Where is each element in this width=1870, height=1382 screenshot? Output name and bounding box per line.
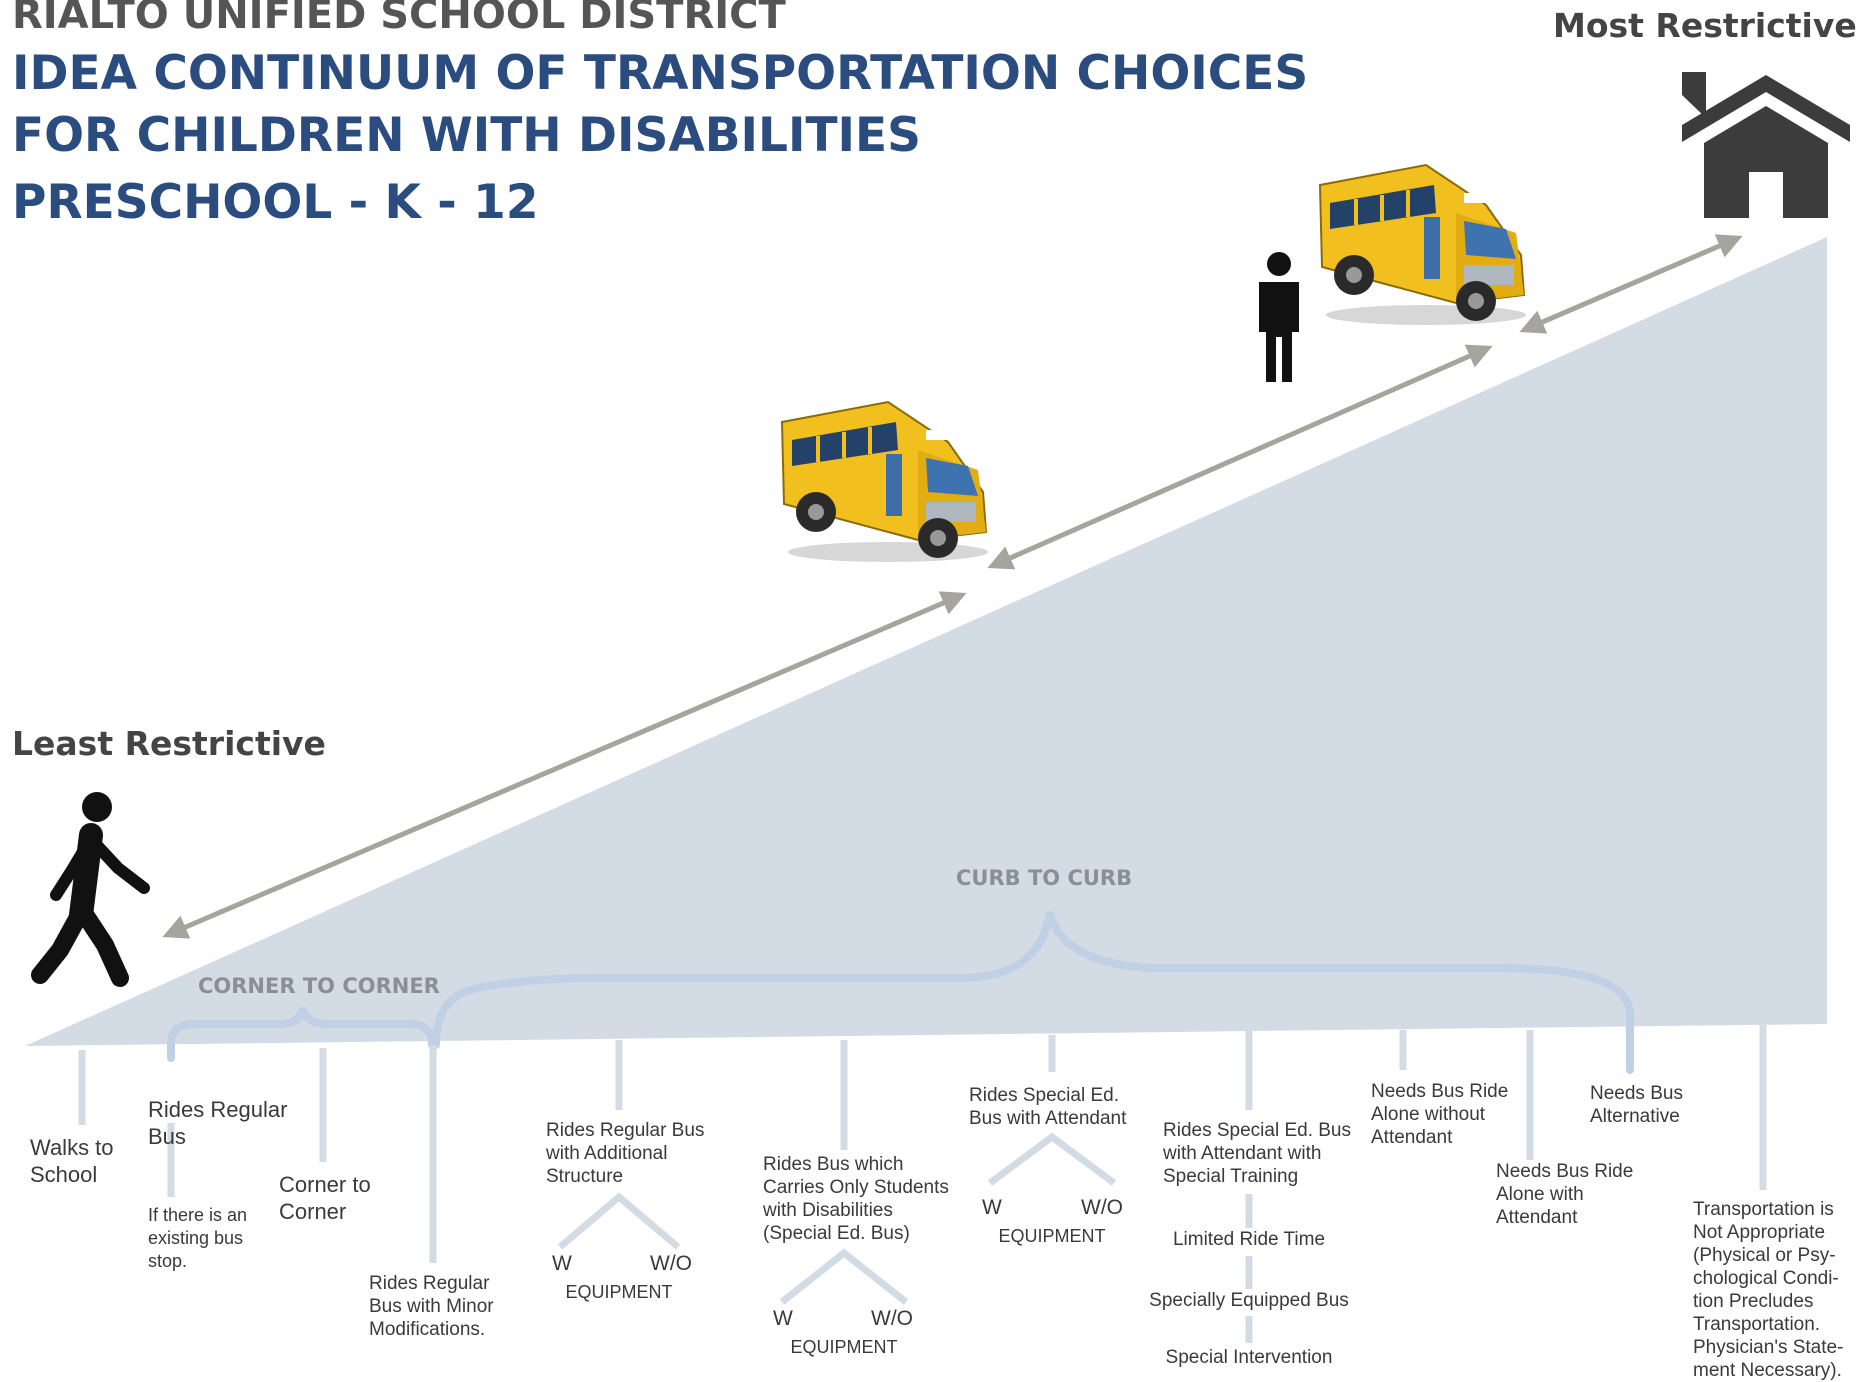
option-bus-alternative: Needs Bus Alternative: [1590, 1083, 1683, 1127]
corner-to-corner-label: CORNER TO CORNER: [198, 974, 440, 998]
option-rides-regular-bus: Rides Regular Bus: [148, 1097, 288, 1149]
double-arrow-icon: [987, 344, 1493, 570]
option-corner-to-corner: Corner to Corner: [279, 1172, 371, 1224]
curb-to-curb-label: CURB TO CURB: [956, 866, 1133, 890]
equipment-with-label: W: [982, 1196, 1002, 1219]
option-limited-ride-time: Limited Ride Time: [1172, 1229, 1326, 1250]
group-brackets: [167, 911, 1634, 1074]
equipment-with-label: W: [773, 1307, 793, 1330]
option-existing-bus-stop-note: If there is an existing bus stop.: [148, 1205, 248, 1271]
least-restrictive-label: Least Restrictive: [12, 724, 326, 763]
equipment-label: EQUIPMENT: [790, 1337, 898, 1357]
equipment-without-label: W/O: [1081, 1196, 1123, 1219]
title-line-1: IDEA CONTINUUM OF TRANSPORTATION CHOICES: [12, 46, 1309, 101]
option-minor-modifications: Rides Regular Bus with Minor Modificatio…: [369, 1273, 494, 1340]
restrictiveness-ramp: [25, 237, 1827, 1046]
option-specially-equipped-bus: Specially Equipped Bus: [1149, 1290, 1349, 1311]
title-line-2: FOR CHILDREN WITH DISABILITIES: [12, 108, 921, 163]
curb-to-curb-bracket: [432, 911, 1634, 1074]
option-additional-structure: Rides Regular Bus with Additional Struct…: [546, 1120, 705, 1187]
option-stems: [78, 1025, 1767, 1343]
equipment-splits: [557, 1132, 1117, 1305]
school-bus-icon: [780, 400, 990, 564]
most-restrictive-label: Most Restrictive: [1553, 6, 1857, 45]
walking-person-icon: [31, 792, 150, 987]
double-arrow-icon: [162, 591, 967, 939]
title-line-3: PRESCHOOL - K - 12: [12, 175, 539, 230]
option-transportation-not-appropriate: Transportation is Not Appropriate (Physi…: [1693, 1199, 1844, 1381]
option-ride-alone-with-attendant: Needs Bus Ride Alone with Attendant: [1496, 1161, 1634, 1228]
option-only-students-with-disabilities: Rides Bus which Carries Only Students wi…: [763, 1154, 949, 1244]
equipment-with-label: W: [552, 1252, 572, 1275]
equipment-label: EQUIPMENT: [998, 1226, 1106, 1246]
house-icon: [1682, 72, 1850, 218]
option-special-training-attendant: Rides Special Ed. Bus with Attendant wit…: [1163, 1120, 1351, 1187]
equipment-without-label: W/O: [871, 1307, 913, 1330]
option-walks-to-school: Walks to School: [30, 1135, 114, 1187]
option-ride-alone-without-attendant: Needs Bus Ride Alone without Attendant: [1371, 1081, 1509, 1148]
corner-to-corner-bracket: [167, 1006, 436, 1062]
double-arrow-icon: [1519, 234, 1743, 334]
school-bus-icon: [1318, 163, 1528, 327]
district-name: RIALTO UNIFIED SCHOOL DISTRICT: [12, 0, 786, 38]
equipment-without-label: W/O: [650, 1252, 692, 1275]
standing-person-icon: [1259, 252, 1299, 382]
option-special-intervention: Special Intervention: [1165, 1347, 1333, 1368]
equipment-label: EQUIPMENT: [565, 1282, 673, 1302]
option-special-ed-bus-with-attendant: Rides Special Ed. Bus with Attendant: [969, 1085, 1127, 1129]
